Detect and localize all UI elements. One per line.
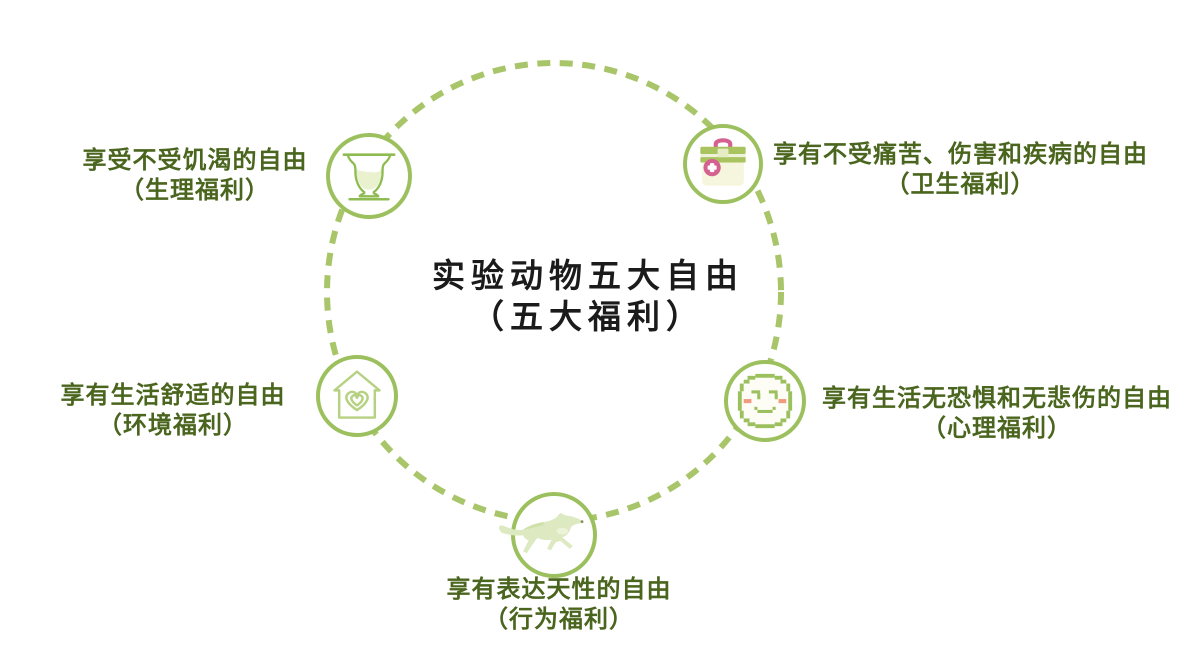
title-line-1: 实验动物五大自由	[432, 259, 744, 295]
label-psychology-line-2: （心理福利）	[922, 416, 1072, 442]
running-wolf-icon	[499, 513, 584, 554]
label-environment-line-2: （环境福利）	[98, 413, 248, 439]
label-psychology: 享有生活无恐惧和无悲伤的自由 （心理福利）	[816, 384, 1178, 444]
teacup-icon	[342, 153, 396, 201]
house-heart-icon	[333, 370, 381, 419]
node-hygiene	[683, 124, 763, 204]
node-behavior	[499, 492, 597, 578]
node-environment	[316, 355, 398, 437]
first-aid-kit-icon	[700, 138, 746, 186]
label-hygiene: 享有不受痛苦、伤害和疾病的自由 （卫生福利）	[768, 140, 1153, 200]
label-environment-line-1: 享有生活舒适的自由	[60, 383, 286, 409]
label-hygiene-line-2: （卫生福利）	[885, 172, 1036, 198]
label-behavior-line-1: 享有表达天性的自由	[446, 577, 672, 603]
label-physiology: 享受不受饥渴的自由 （生理福利）	[40, 146, 350, 206]
title-line-2: （五大福利）	[471, 300, 705, 336]
label-behavior: 享有表达天性的自由 （行为福利）	[429, 575, 689, 635]
label-environment: 享有生活舒适的自由 （环境福利）	[23, 381, 323, 441]
node-psychology	[724, 360, 806, 442]
label-physiology-line-1: 享受不受饥渴的自由	[82, 148, 308, 174]
label-physiology-line-2: （生理福利）	[120, 178, 270, 204]
node-physiology	[326, 133, 412, 219]
smiley-face-icon	[737, 373, 793, 429]
diagram-title: 实验动物五大自由 （五大福利）	[404, 257, 772, 339]
label-behavior-line-2: （行为福利）	[484, 607, 634, 633]
label-psychology-line-1: 享有生活无恐惧和无悲伤的自由	[822, 386, 1172, 412]
label-hygiene-line-1: 享有不受痛苦、伤害和疾病的自由	[773, 142, 1148, 168]
